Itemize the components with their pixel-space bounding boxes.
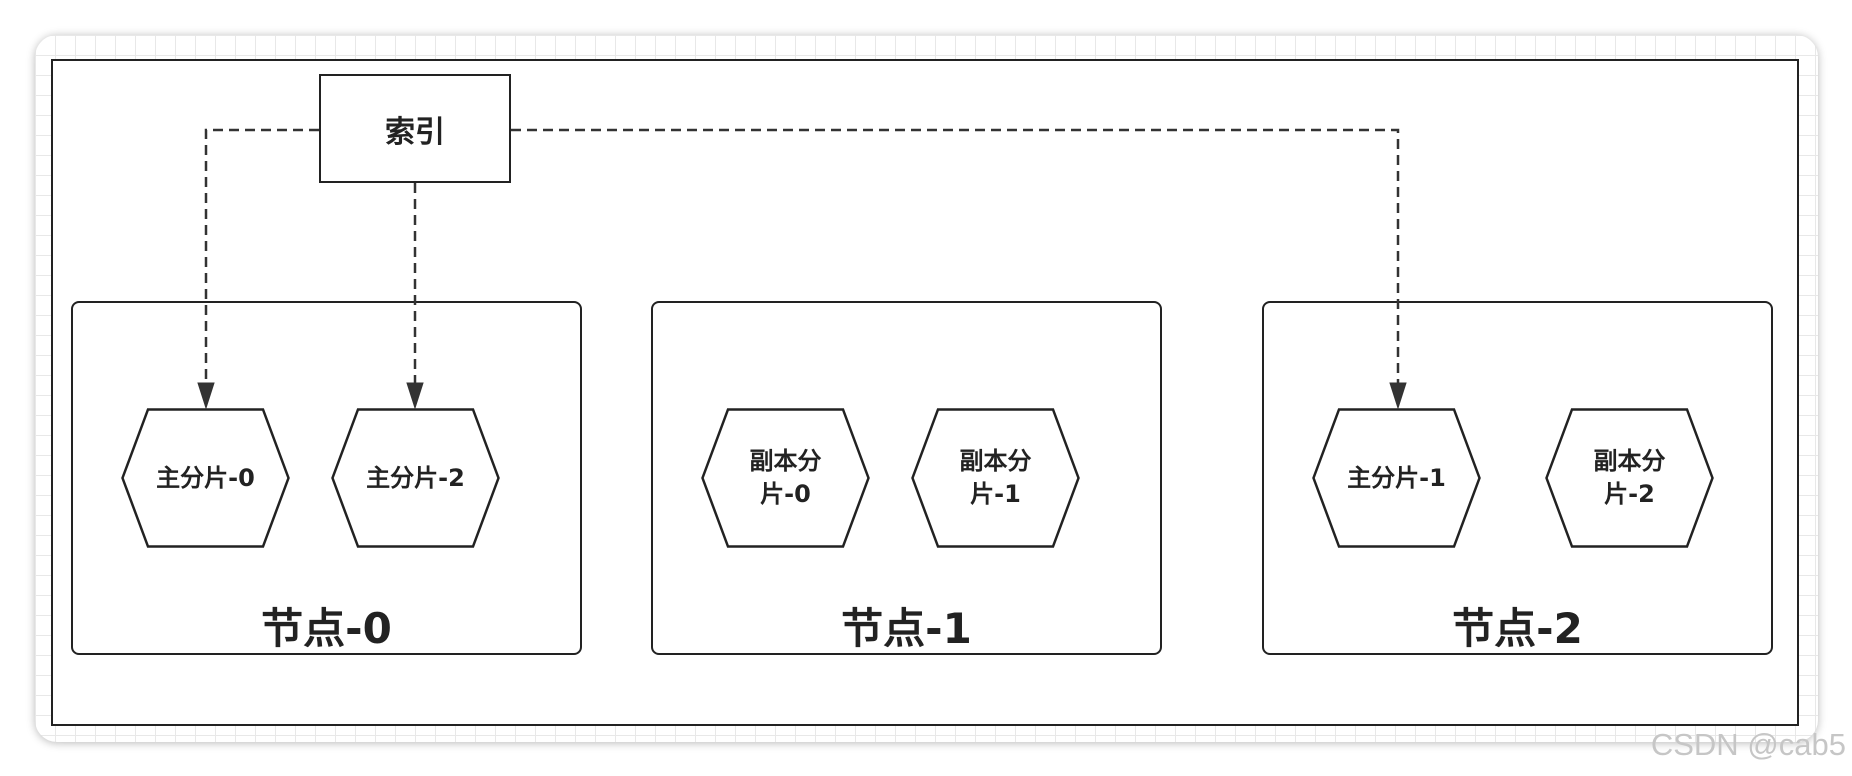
shard-label: 主分片-0: [156, 463, 255, 492]
hexagon-shape: [1312, 408, 1481, 548]
shard-hexagon: 副本分 片-0: [701, 408, 870, 548]
watermark: CSDN @cab5: [1650, 727, 1846, 762]
hexagon-shape: [911, 408, 1080, 548]
shard-label: 主分片-1: [1347, 463, 1446, 492]
node-box-1: 副本分 片-0 副本分 片-1 节点-1: [651, 301, 1162, 655]
index-box: 索引: [319, 74, 511, 183]
shard-hexagon: 主分片-2: [331, 408, 500, 548]
shard-hexagon: 副本分 片-2: [1545, 408, 1714, 548]
index-label: 索引: [385, 114, 445, 150]
hexagon-shape: [121, 408, 290, 548]
hexagon-shape: [701, 408, 870, 548]
hexagon-shape: [1545, 408, 1714, 548]
node-label: 节点-2: [1452, 604, 1583, 653]
node-label: 节点-0: [261, 604, 392, 653]
shard-label: 副本分 片-0: [749, 447, 822, 508]
node-box-2: 主分片-1 副本分 片-2 节点-2: [1262, 301, 1773, 655]
shard-hexagon: 主分片-0: [121, 408, 290, 548]
shard-hexagon: 主分片-1: [1312, 408, 1481, 548]
node-box-0: 主分片-0 主分片-2 节点-0: [71, 301, 582, 655]
node-label: 节点-1: [841, 604, 972, 653]
shard-label: 副本分 片-1: [959, 447, 1032, 508]
shard-label: 副本分 片-2: [1593, 447, 1666, 508]
shard-label: 主分片-2: [366, 463, 465, 492]
hexagon-shape: [331, 408, 500, 548]
shard-hexagon: 副本分 片-1: [911, 408, 1080, 548]
